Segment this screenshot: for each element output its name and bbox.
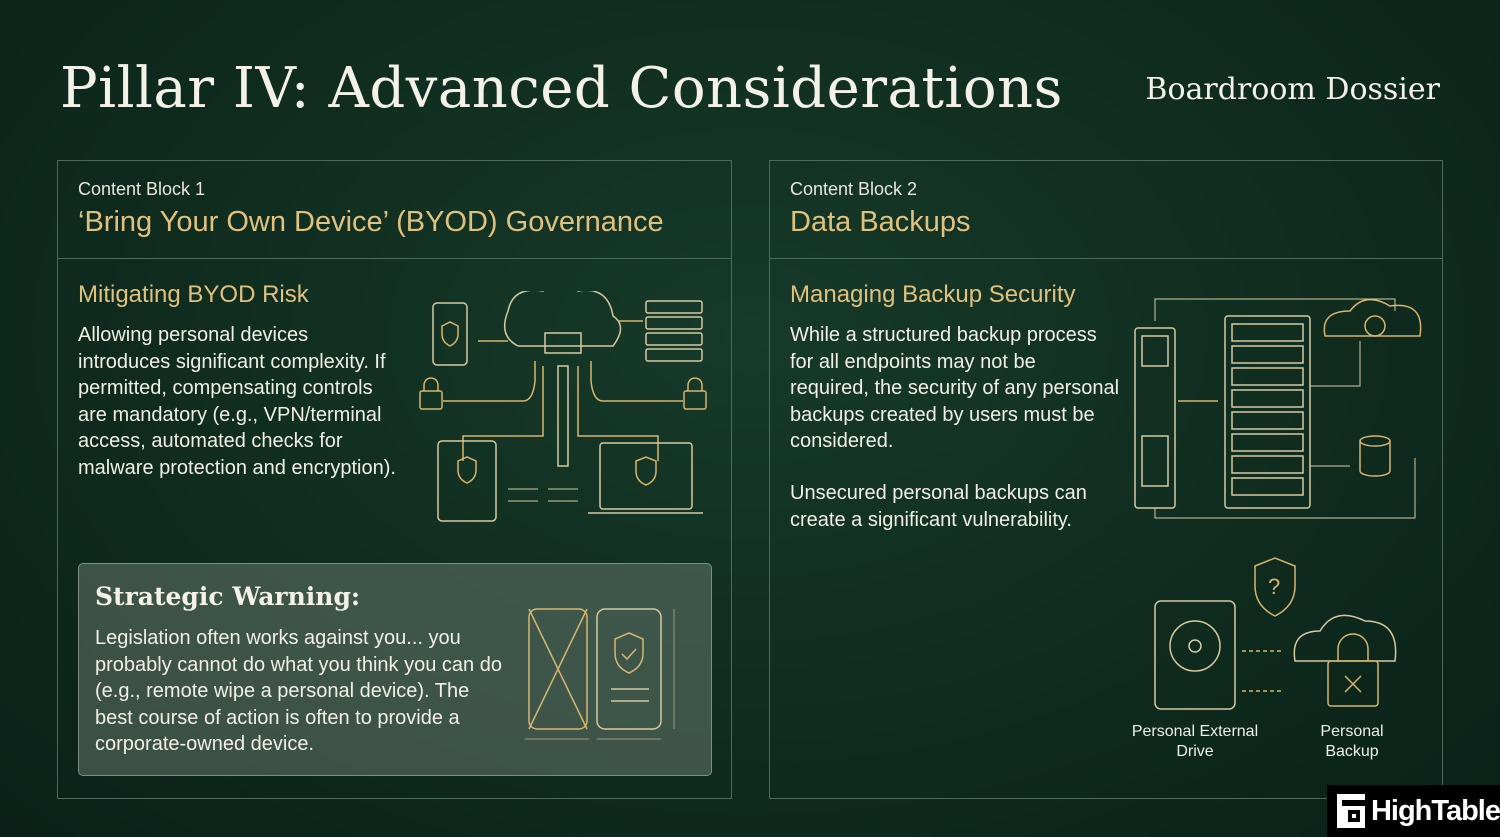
server-rack-unit bbox=[1231, 477, 1304, 496]
content-block-backups: Content Block 2 Data Backups Managing Ba… bbox=[769, 160, 1443, 799]
personal-backup-risk-illustration: ? bbox=[1154, 557, 1397, 710]
page-subtitle: Boardroom Dossier bbox=[1145, 72, 1440, 107]
warning-title: Strategic Warning: bbox=[95, 582, 361, 611]
block-header: Content Block 1 ‘Bring Your Own Device’ … bbox=[58, 161, 731, 259]
section-body: Allowing personal devices introduces sig… bbox=[78, 324, 396, 479]
block-header: Content Block 2 Data Backups bbox=[770, 161, 1442, 259]
byod-network-diagram bbox=[419, 291, 707, 522]
strategic-warning-callout: Strategic Warning: Legislation often wor… bbox=[78, 563, 712, 776]
caption-personal-backup: Personal Backup bbox=[1320, 723, 1384, 760]
content-block-byod: Content Block 1 ‘Bring Your Own Device’ … bbox=[57, 160, 732, 799]
block-label: Content Block 1 bbox=[78, 179, 206, 199]
brand-name: HighTable bbox=[1370, 794, 1500, 827]
backup-server-diagram bbox=[1134, 298, 1422, 519]
hightable-logo: HighTable bbox=[1327, 785, 1500, 837]
server-rack-unit bbox=[1231, 367, 1304, 386]
page-title: Pillar IV: Advanced Considerations bbox=[60, 56, 1063, 121]
section-body-warning: Unsecured personal backups can create a … bbox=[790, 482, 1087, 531]
section-body: While a structured backup process for al… bbox=[790, 324, 1120, 452]
server-rack-unit bbox=[1231, 345, 1304, 364]
block-title: ‘Bring Your Own Device’ (BYOD) Governanc… bbox=[78, 206, 664, 238]
server-rack-unit bbox=[1231, 389, 1304, 408]
section-heading: Managing Backup Security bbox=[790, 281, 1076, 308]
block-title: Data Backups bbox=[790, 206, 971, 238]
server-rack-unit bbox=[1231, 433, 1304, 452]
block-label: Content Block 2 bbox=[790, 179, 918, 199]
server-rack-unit bbox=[1231, 455, 1304, 474]
server-rack-unit bbox=[1231, 323, 1304, 342]
svg-text:?: ? bbox=[1268, 574, 1280, 599]
warning-body: Legislation often works against you... y… bbox=[95, 627, 502, 755]
hightable-logo-icon bbox=[1337, 794, 1366, 828]
server-rack-unit bbox=[1231, 411, 1304, 430]
caption-personal-external-drive: Personal External Drive bbox=[1131, 723, 1259, 760]
phone-wipe-illustration bbox=[525, 608, 675, 740]
section-heading: Mitigating BYOD Risk bbox=[78, 281, 309, 308]
